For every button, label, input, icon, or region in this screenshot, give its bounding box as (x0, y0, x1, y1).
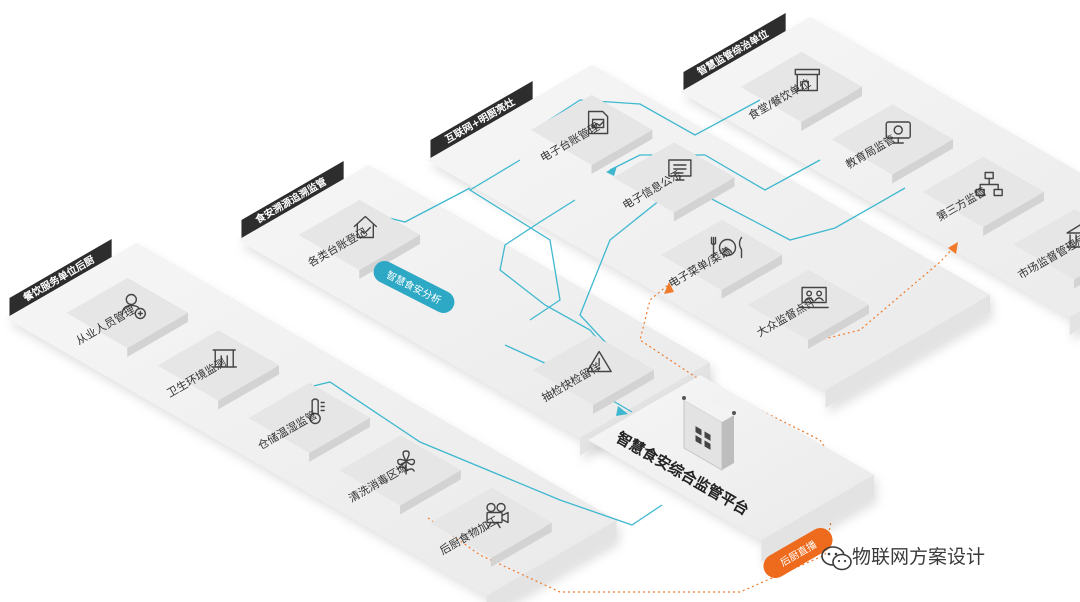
cyan-connector-info-display (499, 199, 601, 343)
cutlery-plate-icon (710, 236, 743, 259)
storefront-icon (794, 68, 821, 92)
thermometer-icon (309, 398, 325, 425)
pill-live: 后厨直播 (763, 528, 833, 578)
cyan-connector-education (609, 154, 821, 191)
arrow-head (606, 166, 617, 176)
module-tile[interactable]: 电子菜单/菜谱 (660, 220, 783, 299)
cyan-connector-ledger (468, 159, 561, 321)
government-building-icon (1066, 224, 1080, 248)
wechat-icon (821, 546, 852, 571)
warning-icon (586, 350, 612, 373)
house-check-icon (353, 215, 378, 239)
module-tile[interactable]: 抽检快检留样 (532, 335, 654, 414)
building-icon (211, 349, 237, 368)
watermark-text: 物联网方案设计 (852, 546, 985, 568)
cyan-connector-platform-to-kitchen (304, 381, 663, 526)
org-chart-icon (975, 171, 1003, 197)
module-tile[interactable]: 电子信息公示 (613, 142, 735, 222)
qr-code-icon (695, 426, 711, 450)
screen-icon (668, 159, 692, 181)
module-tiles: 从业人员管理卫生环境监测仓储温湿监管清洗消毒区域后厨食物加工各类台账登记抽检快检… (66, 52, 1080, 567)
video-camera-icon (486, 502, 509, 529)
arrow-head (616, 406, 628, 416)
module-tile[interactable]: 从业人员管理 (66, 278, 188, 357)
people-screen-icon (799, 286, 829, 309)
flower-icon (397, 450, 416, 475)
arrow-head (664, 282, 674, 294)
monitor-icon (885, 121, 911, 144)
module-tile[interactable]: 大众监督点评 (747, 270, 869, 349)
module-tile[interactable]: 第三方监管 (922, 157, 1044, 236)
watermark: 物联网方案设计 (821, 546, 985, 571)
arrow-head (948, 242, 958, 254)
platform-device (682, 393, 736, 471)
document-image-icon (587, 110, 609, 135)
person-badge-icon (121, 293, 147, 320)
cyan-connector-canteen (539, 99, 761, 136)
